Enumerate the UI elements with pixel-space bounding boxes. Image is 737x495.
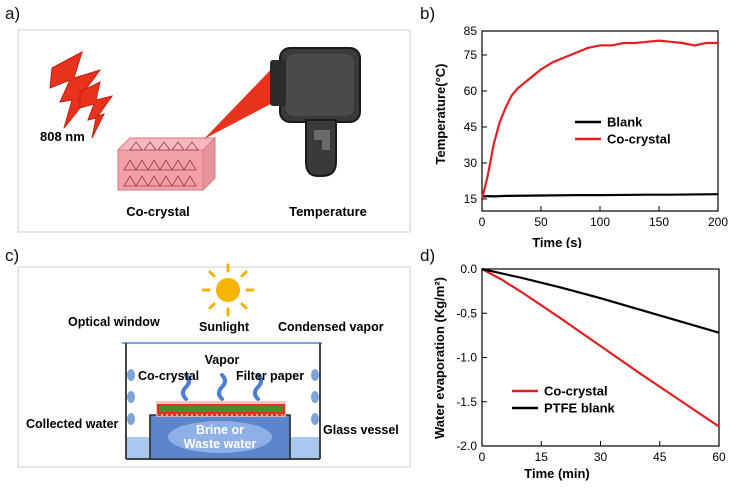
series-line-blank bbox=[481, 193, 719, 198]
chart-d-ylabel: Water evaporation (Kg/m²) bbox=[432, 277, 447, 439]
glass-vessel bbox=[122, 342, 322, 460]
sunlight-label: Sunlight bbox=[199, 320, 250, 334]
plot-frame bbox=[481, 268, 720, 447]
y-tick-label: -2.0 bbox=[456, 439, 477, 453]
x-tick-label: 100 bbox=[590, 215, 610, 229]
x-tick-label: 30 bbox=[594, 450, 608, 464]
y-tick-label: 0.0 bbox=[460, 262, 477, 276]
laser-bolt-icon bbox=[49, 50, 114, 139]
x-tick-label: 200 bbox=[708, 215, 728, 229]
panel-c-diagram: Sunlight Optical window Condensed vapor … bbox=[17, 263, 411, 468]
y-tick-label: 75 bbox=[464, 48, 478, 62]
chart-temperature: Time (s) Temperature(°C) 0 50 100 150 200 15 3… bbox=[433, 24, 728, 248]
panel-d-label: d) bbox=[420, 246, 436, 265]
y-tick-label: 45 bbox=[464, 120, 478, 134]
sun-icon bbox=[201, 263, 255, 317]
optical-window-label: Optical window bbox=[68, 315, 160, 329]
temperature-label: Temperature bbox=[289, 204, 367, 219]
collected-water-label: Collected water bbox=[26, 417, 119, 431]
y-tick-label: 85 bbox=[464, 24, 478, 38]
panel-a-label: a) bbox=[5, 4, 21, 23]
legend-label: PTFE blank bbox=[544, 401, 616, 416]
chart-b-ylabel: Temperature(°C) bbox=[433, 63, 448, 164]
series-line-co-crystal bbox=[481, 268, 720, 428]
x-tick-label: 0 bbox=[479, 215, 486, 229]
panel-a-schematic: 808 nm Co-crystal Temperature bbox=[17, 29, 411, 233]
co-crystal-filter-layer bbox=[157, 404, 285, 414]
co-crystal-label: Co-crystal bbox=[126, 204, 190, 219]
x-tick-label: 150 bbox=[649, 215, 669, 229]
condensed-droplets bbox=[127, 369, 319, 425]
chart-d-xlabel: Time (min) bbox=[524, 466, 590, 481]
legend-label: Blank bbox=[607, 115, 643, 130]
y-tick-label: 15 bbox=[464, 192, 478, 206]
x-tick-label: 45 bbox=[653, 450, 667, 464]
legend-label: Co-crystal bbox=[607, 132, 671, 147]
filter-paper-label: Filter paper bbox=[236, 369, 304, 383]
x-tick-label: 60 bbox=[712, 450, 726, 464]
x-tick-label: 15 bbox=[535, 450, 549, 464]
y-tick-label: 30 bbox=[464, 156, 478, 170]
wavelength-label: 808 nm bbox=[40, 129, 85, 144]
brine-label-line2: Waste water bbox=[184, 437, 257, 451]
series-line-co-crystal bbox=[480, 39, 718, 200]
ir-beam bbox=[204, 58, 286, 139]
legend-label: Co-crystal bbox=[544, 384, 608, 399]
co-crystal-block bbox=[116, 136, 217, 192]
chart-b-xlabel: Time (s) bbox=[532, 235, 582, 248]
glass-vessel-label: Glass vessel bbox=[323, 423, 399, 437]
chart-water-evaporation: Time (min) Water evaporation (Kg/m²) 0 15… bbox=[432, 262, 726, 481]
panel-c-frame bbox=[17, 266, 411, 468]
panel-c-label: c) bbox=[5, 246, 20, 265]
series-line-ptfe-blank bbox=[481, 267, 720, 334]
y-tick-label: 60 bbox=[464, 84, 478, 98]
condensed-vapor-label: Condensed vapor bbox=[278, 320, 384, 334]
panel-a-frame bbox=[17, 29, 411, 233]
y-tick-label: -1.5 bbox=[456, 395, 477, 409]
co-crystal-device-label: Co-crystal bbox=[138, 369, 199, 383]
y-tick-label: -1.0 bbox=[456, 351, 477, 365]
steam-icon bbox=[181, 373, 263, 401]
x-tick-label: 50 bbox=[534, 215, 548, 229]
ir-thermometer-icon bbox=[270, 47, 361, 177]
brine-label-line1: Brine or bbox=[196, 423, 244, 437]
vapor-label: Vapor bbox=[205, 353, 240, 367]
y-tick-label: -0.5 bbox=[456, 306, 477, 320]
panel-b-label: b) bbox=[420, 4, 436, 23]
x-tick-label: 0 bbox=[479, 450, 486, 464]
